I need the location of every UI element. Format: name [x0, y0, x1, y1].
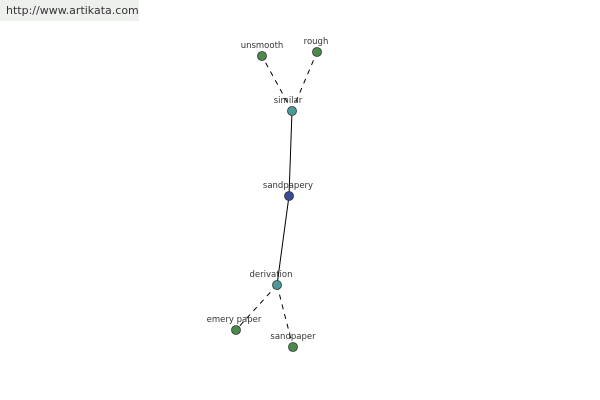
edges-layer [235, 51, 318, 348]
node-label-sandpaper[interactable]: sandpaper [270, 332, 316, 342]
site-url-link[interactable]: http://www.artikata.com [0, 0, 139, 21]
node-circle-rough[interactable] [312, 47, 322, 57]
edge-sandpapery-derivation [276, 195, 290, 286]
node-label-rough[interactable]: rough [304, 37, 329, 47]
node-circle-sandpaper[interactable] [288, 342, 298, 352]
edge-similar-rough [291, 51, 318, 112]
node-label-derivation[interactable]: derivation [249, 270, 292, 280]
node-unsmooth[interactable]: unsmooth [241, 41, 284, 61]
node-emery-paper[interactable]: emery paper [207, 315, 262, 335]
node-rough[interactable]: rough [304, 37, 329, 57]
node-derivation[interactable]: derivation [249, 270, 293, 290]
edge-derivation-sandpaper [276, 284, 294, 348]
node-circle-similar[interactable] [287, 106, 297, 116]
node-circle-sandpapery[interactable] [284, 191, 294, 201]
node-label-emery-paper[interactable]: emery paper [207, 315, 262, 325]
node-label-unsmooth[interactable]: unsmooth [241, 41, 284, 51]
edge-sandpapery-similar [288, 110, 293, 197]
node-circle-unsmooth[interactable] [257, 51, 267, 61]
node-sandpaper[interactable]: sandpaper [270, 332, 316, 352]
node-similar[interactable]: similar [274, 96, 303, 116]
node-sandpapery[interactable]: sandpapery [263, 181, 313, 201]
nodes-layer: sandpapery similar derivation unsmooth rough… [207, 37, 329, 352]
node-label-sandpapery[interactable]: sandpapery [263, 181, 313, 191]
node-circle-emery-paper[interactable] [231, 325, 241, 335]
edge-similar-unsmooth [261, 55, 293, 112]
edge-derivation-emery-paper [235, 284, 278, 331]
node-circle-derivation[interactable] [272, 280, 282, 290]
node-label-similar[interactable]: similar [274, 96, 303, 106]
